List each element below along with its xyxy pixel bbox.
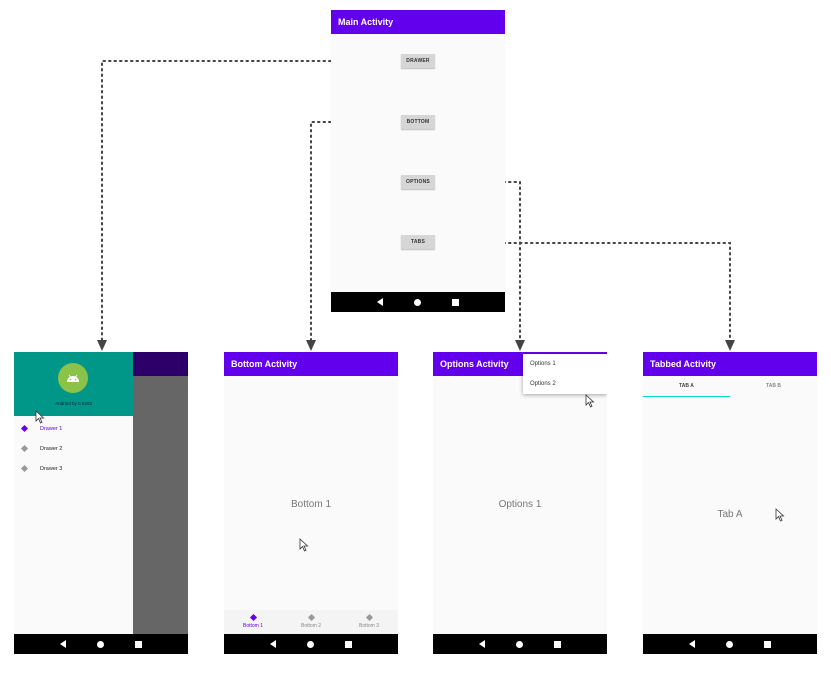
android-avatar-icon xyxy=(58,363,88,393)
options-menu-popup: Options 1 Options 2 xyxy=(523,354,607,394)
connector-bottom xyxy=(310,121,403,341)
bottom-nav-item-2[interactable]: Bottom 2 xyxy=(282,610,340,634)
diamond-icon xyxy=(20,445,29,453)
drawer-header: Android by 0.6403 xyxy=(14,352,133,416)
recents-icon[interactable] xyxy=(345,640,353,648)
arrowhead-options xyxy=(515,340,525,351)
diamond-icon xyxy=(249,613,257,622)
bottom-nav-item-1[interactable]: Bottom 1 xyxy=(224,610,282,634)
tabbed-app-bar: Tabbed Activity xyxy=(643,352,817,376)
arrowhead-drawer xyxy=(97,340,107,351)
drawer-item-1[interactable]: Drawer 1 xyxy=(20,424,63,434)
bottom-nav-label: Bottom 1 xyxy=(242,623,263,629)
system-nav-bar xyxy=(14,634,188,654)
tab-strip: TAB A TAB B xyxy=(643,376,817,397)
tabbed-activity-screen: Tabbed Activity TAB A TAB B Tab A xyxy=(643,352,817,654)
drawer-item-label: Drawer 3 xyxy=(40,466,63,472)
drawer-activity-screen: Android by 0.6403 Drawer 1 Drawer 2 Draw… xyxy=(14,352,188,654)
tab-b[interactable]: TAB B xyxy=(766,383,781,389)
options-activity-screen: Options Activity Options 1 Options 2 Opt… xyxy=(433,352,607,654)
connector-tabs xyxy=(431,242,731,341)
diamond-icon xyxy=(307,613,315,622)
system-nav-bar xyxy=(331,292,505,312)
drawer-menu xyxy=(14,416,133,634)
system-nav-bar xyxy=(433,634,607,654)
bottom-app-bar: Bottom Activity xyxy=(224,352,398,376)
back-icon[interactable] xyxy=(688,640,695,648)
recents-icon[interactable] xyxy=(452,298,460,306)
bottom-nav-label: Bottom 3 xyxy=(358,623,379,629)
diamond-icon xyxy=(20,425,29,433)
back-icon[interactable] xyxy=(269,640,276,648)
diamond-icon xyxy=(365,613,373,622)
home-icon[interactable] xyxy=(96,640,104,648)
main-app-bar: Main Activity xyxy=(331,10,505,34)
home-icon[interactable] xyxy=(725,640,733,648)
home-icon[interactable] xyxy=(413,298,421,306)
back-icon[interactable] xyxy=(59,640,66,648)
main-activity-screen: Main Activity DRAWER BOTTOM OPTIONS TABS xyxy=(331,10,505,312)
system-nav-bar xyxy=(224,634,398,654)
home-icon[interactable] xyxy=(306,640,314,648)
tab-content-text: Tab A xyxy=(717,509,743,520)
bottom-nav-item-3[interactable]: Bottom 3 xyxy=(340,610,398,634)
drawer-button[interactable]: DRAWER xyxy=(401,54,435,68)
back-icon[interactable] xyxy=(376,298,383,306)
tabs-button[interactable]: TABS xyxy=(401,235,435,249)
drawer-item-3[interactable]: Drawer 3 xyxy=(20,464,63,474)
bottom-activity-screen: Bottom Activity Bottom 1 Bottom 1 Bottom… xyxy=(224,352,398,654)
drawer-subtitle: Android by 0.6403 xyxy=(55,401,92,406)
system-nav-bar xyxy=(643,634,817,654)
arrowhead-tabs xyxy=(725,340,735,351)
drawer-item-label: Drawer 1 xyxy=(40,426,63,432)
recents-icon[interactable] xyxy=(764,640,772,648)
recents-icon[interactable] xyxy=(554,640,562,648)
options-menu-item-1[interactable]: Options 1 xyxy=(530,361,556,367)
bottom-navigation: Bottom 1 Bottom 2 Bottom 3 xyxy=(224,610,398,634)
bottom-nav-label: Bottom 2 xyxy=(300,623,321,629)
diamond-icon xyxy=(20,465,29,473)
bottom-content-text: Bottom 1 xyxy=(290,499,332,510)
dimmed-app-bar xyxy=(133,352,188,376)
recents-icon[interactable] xyxy=(135,640,143,648)
home-icon[interactable] xyxy=(515,640,523,648)
drawer-scrim[interactable] xyxy=(133,352,188,634)
back-icon[interactable] xyxy=(478,640,485,648)
tab-a[interactable]: TAB A xyxy=(643,376,730,397)
arrowhead-bottom xyxy=(306,340,316,351)
connector-drawer xyxy=(101,60,403,341)
options-menu-item-2[interactable]: Options 2 xyxy=(530,381,556,387)
drawer-item-label: Drawer 2 xyxy=(40,446,63,452)
drawer-item-2[interactable]: Drawer 2 xyxy=(20,444,63,454)
bottom-button[interactable]: BOTTOM xyxy=(401,115,435,129)
options-button[interactable]: OPTIONS xyxy=(401,175,435,189)
options-content-text: Options 1 xyxy=(498,499,542,510)
